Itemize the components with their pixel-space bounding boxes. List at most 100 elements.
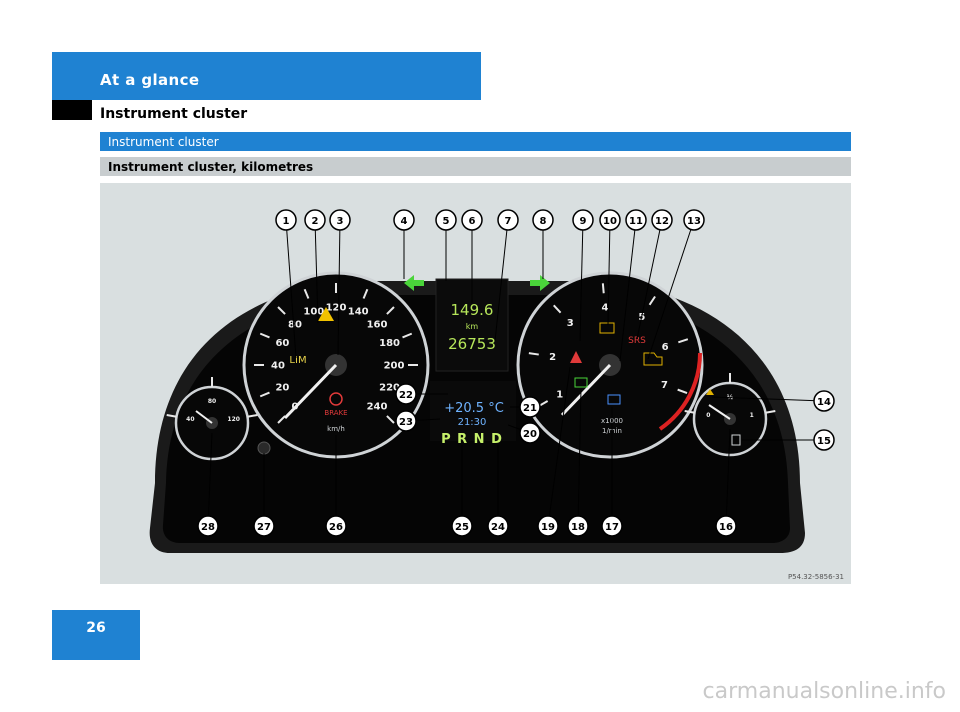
rpm-scale-label: 1	[556, 389, 563, 400]
rpm-scale-tick	[677, 388, 688, 394]
callout-circle	[451, 515, 473, 537]
callout-leader	[547, 366, 571, 527]
callout-circle	[651, 209, 673, 231]
clock: 21:30	[458, 417, 487, 428]
callout-number: 26	[329, 522, 343, 533]
speed-scale-label: 80	[288, 319, 302, 330]
speed-scale-tick	[362, 288, 369, 299]
speed-scale-tick	[386, 306, 395, 315]
coolant-scale-tick	[247, 414, 258, 418]
callout-circle	[393, 209, 415, 231]
seatbelt-icon	[570, 351, 582, 363]
callout-number: 12	[655, 216, 669, 227]
srs-indicator: SRS	[628, 336, 646, 346]
speed-scale-tick	[277, 306, 286, 315]
reset-knob	[257, 441, 271, 455]
callout-circle	[275, 209, 297, 231]
fuel-gauge: 0½1	[684, 373, 776, 457]
trip-unit: km	[466, 322, 479, 331]
speed-scale-label: 220	[379, 383, 400, 394]
figure-ref-code: P54.32-5856-31	[788, 573, 844, 581]
left-turn-signal-icon	[404, 275, 424, 291]
callout-leader	[577, 388, 582, 527]
callout-leader	[711, 396, 825, 402]
speed-scale-label: 60	[275, 338, 289, 349]
callout-circle	[304, 209, 326, 231]
callout-number: 13	[687, 216, 701, 227]
speed-scale-label: 120	[326, 302, 347, 313]
subtopic-band: Instrument cluster, kilometres	[100, 157, 851, 176]
rpm-scale-tick	[553, 304, 562, 314]
speed-unit: km/h	[327, 425, 345, 433]
engine-check-icon	[643, 352, 663, 366]
callout-number: 18	[571, 522, 585, 533]
callout-leader	[647, 219, 695, 360]
callout-number: 1	[283, 216, 290, 227]
fuel-pump-icon	[731, 434, 741, 446]
speed-scale-tick	[386, 415, 395, 424]
callout-leader	[636, 219, 663, 340]
callout-circle	[395, 383, 417, 405]
callout-circle	[715, 515, 737, 537]
callout-circle	[487, 515, 509, 537]
brake-label: BRAKE	[324, 409, 347, 417]
rpm-scale-tick	[528, 352, 539, 356]
rpm-scale-tick	[648, 295, 656, 306]
callout-number: 19	[541, 522, 555, 533]
callout-circle	[537, 515, 559, 537]
chapter-tab-label: At a glance	[100, 71, 200, 89]
rpm-scale-label: 2	[549, 352, 556, 363]
callout-number: 3	[337, 216, 344, 227]
callout-number: 10	[603, 216, 617, 227]
callout-number: 20	[523, 429, 537, 440]
warning-triangle-icon	[318, 307, 334, 321]
lim-indicator: LIM	[289, 355, 306, 366]
callout-circle	[601, 515, 623, 537]
callout-leader	[607, 219, 611, 326]
callout-number: 4	[401, 216, 408, 227]
rpm-scale-label: 4	[601, 303, 608, 314]
subtopic-band-label: Instrument cluster, kilometres	[108, 160, 314, 174]
fuel-scale-label: 0	[706, 412, 710, 419]
callout-number: 23	[399, 417, 413, 428]
watermark: carmanualsonline.info	[702, 679, 946, 704]
callout-circle	[572, 209, 594, 231]
coolant-scale-label: 80	[208, 398, 216, 405]
instrument-cluster-illustration: 149.6 km 26753 +20.5 °C 21:30 P R N D 02…	[149, 209, 844, 581]
section-title: Instrument cluster	[100, 106, 248, 122]
right-turn-signal-icon	[530, 275, 550, 291]
callout-circle	[683, 209, 705, 231]
page-number-tab: 26	[52, 610, 140, 660]
high-beam-icon	[607, 394, 621, 405]
rpm-scale-label: 6	[662, 342, 669, 353]
trip-value: 149.6	[451, 301, 494, 319]
topic-band: Instrument cluster	[100, 132, 851, 151]
callout-number: 16	[719, 522, 733, 533]
info-display	[430, 381, 516, 441]
rpm-scale-label: 7	[661, 380, 668, 391]
callout-circle	[497, 209, 519, 231]
rpm-scale-label: 3	[567, 318, 574, 329]
callout-circle	[625, 209, 647, 231]
callout-circle	[519, 396, 541, 418]
abs-icon	[599, 322, 615, 334]
speed-needle	[283, 363, 338, 420]
callout-leader	[494, 219, 509, 342]
callout-leader	[619, 219, 637, 362]
speed-scale-label: 40	[271, 360, 285, 371]
callout-circle	[599, 209, 621, 231]
callout-circle	[567, 515, 589, 537]
speed-scale-label: 240	[367, 401, 388, 412]
callout-circle	[329, 209, 351, 231]
fuel-scale-tick	[765, 410, 776, 414]
fuel-scale-tick	[684, 410, 695, 414]
rpm-needle	[560, 363, 612, 417]
coolant-scale-tick	[166, 414, 177, 418]
chapter-tab: At a glance	[52, 52, 481, 100]
odometer-value: 26753	[448, 335, 496, 353]
